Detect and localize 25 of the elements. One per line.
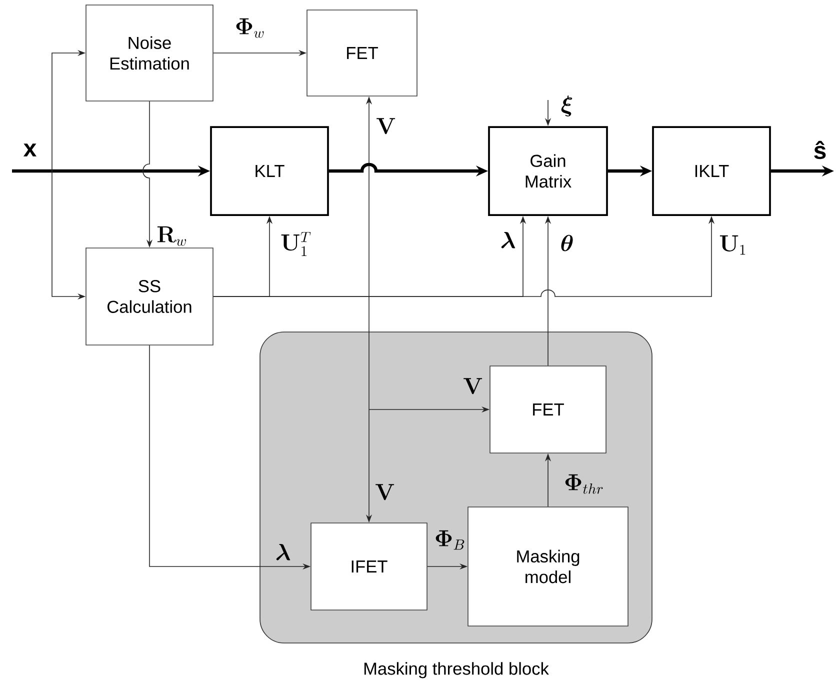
edge-label: $\boldsymbol{\theta}$: [561, 234, 573, 252]
edge-label: $\mathbf{V}$: [376, 484, 394, 500]
edge-label: $\boldsymbol{\lambda}$: [501, 232, 516, 248]
process-box: KLT: [210, 126, 329, 216]
edge-label: $\mathbf{\Phi}_{B}$: [436, 530, 464, 550]
process-box: IKLT: [652, 126, 771, 216]
process-box: IFET: [310, 522, 428, 610]
process-box: Gain Matrix: [488, 126, 608, 216]
process-box: SS Calculation: [86, 248, 214, 346]
edge-label: $\boldsymbol{\xi}$: [561, 96, 572, 116]
edge-label: $\mathbf{U}_{1}$: [720, 235, 746, 255]
edge-label: $\boldsymbol{\lambda}$: [276, 544, 290, 560]
edge-label: $\mathbf{\Phi}_{w}$: [236, 18, 264, 38]
edge-label: ŝ: [814, 140, 826, 160]
process-box: FET: [490, 366, 606, 454]
process-box: FET: [306, 10, 418, 96]
edge-label: $\mathbf{V}$: [376, 118, 396, 134]
process-box: Masking model: [468, 506, 628, 626]
node-label: Masking threshold block: [364, 662, 549, 678]
edge-label: $\mathbf{U}_{1}^{T}$: [281, 232, 311, 256]
edge-label: x: [24, 144, 36, 156]
edge-label: $\mathbf{\Phi}_{thr}$: [565, 474, 603, 494]
edge-label: $\mathbf{V}$: [464, 378, 482, 394]
edge-label: $\mathbf{R}_{w}$: [157, 226, 186, 246]
process-box: Noise Estimation: [86, 4, 214, 102]
